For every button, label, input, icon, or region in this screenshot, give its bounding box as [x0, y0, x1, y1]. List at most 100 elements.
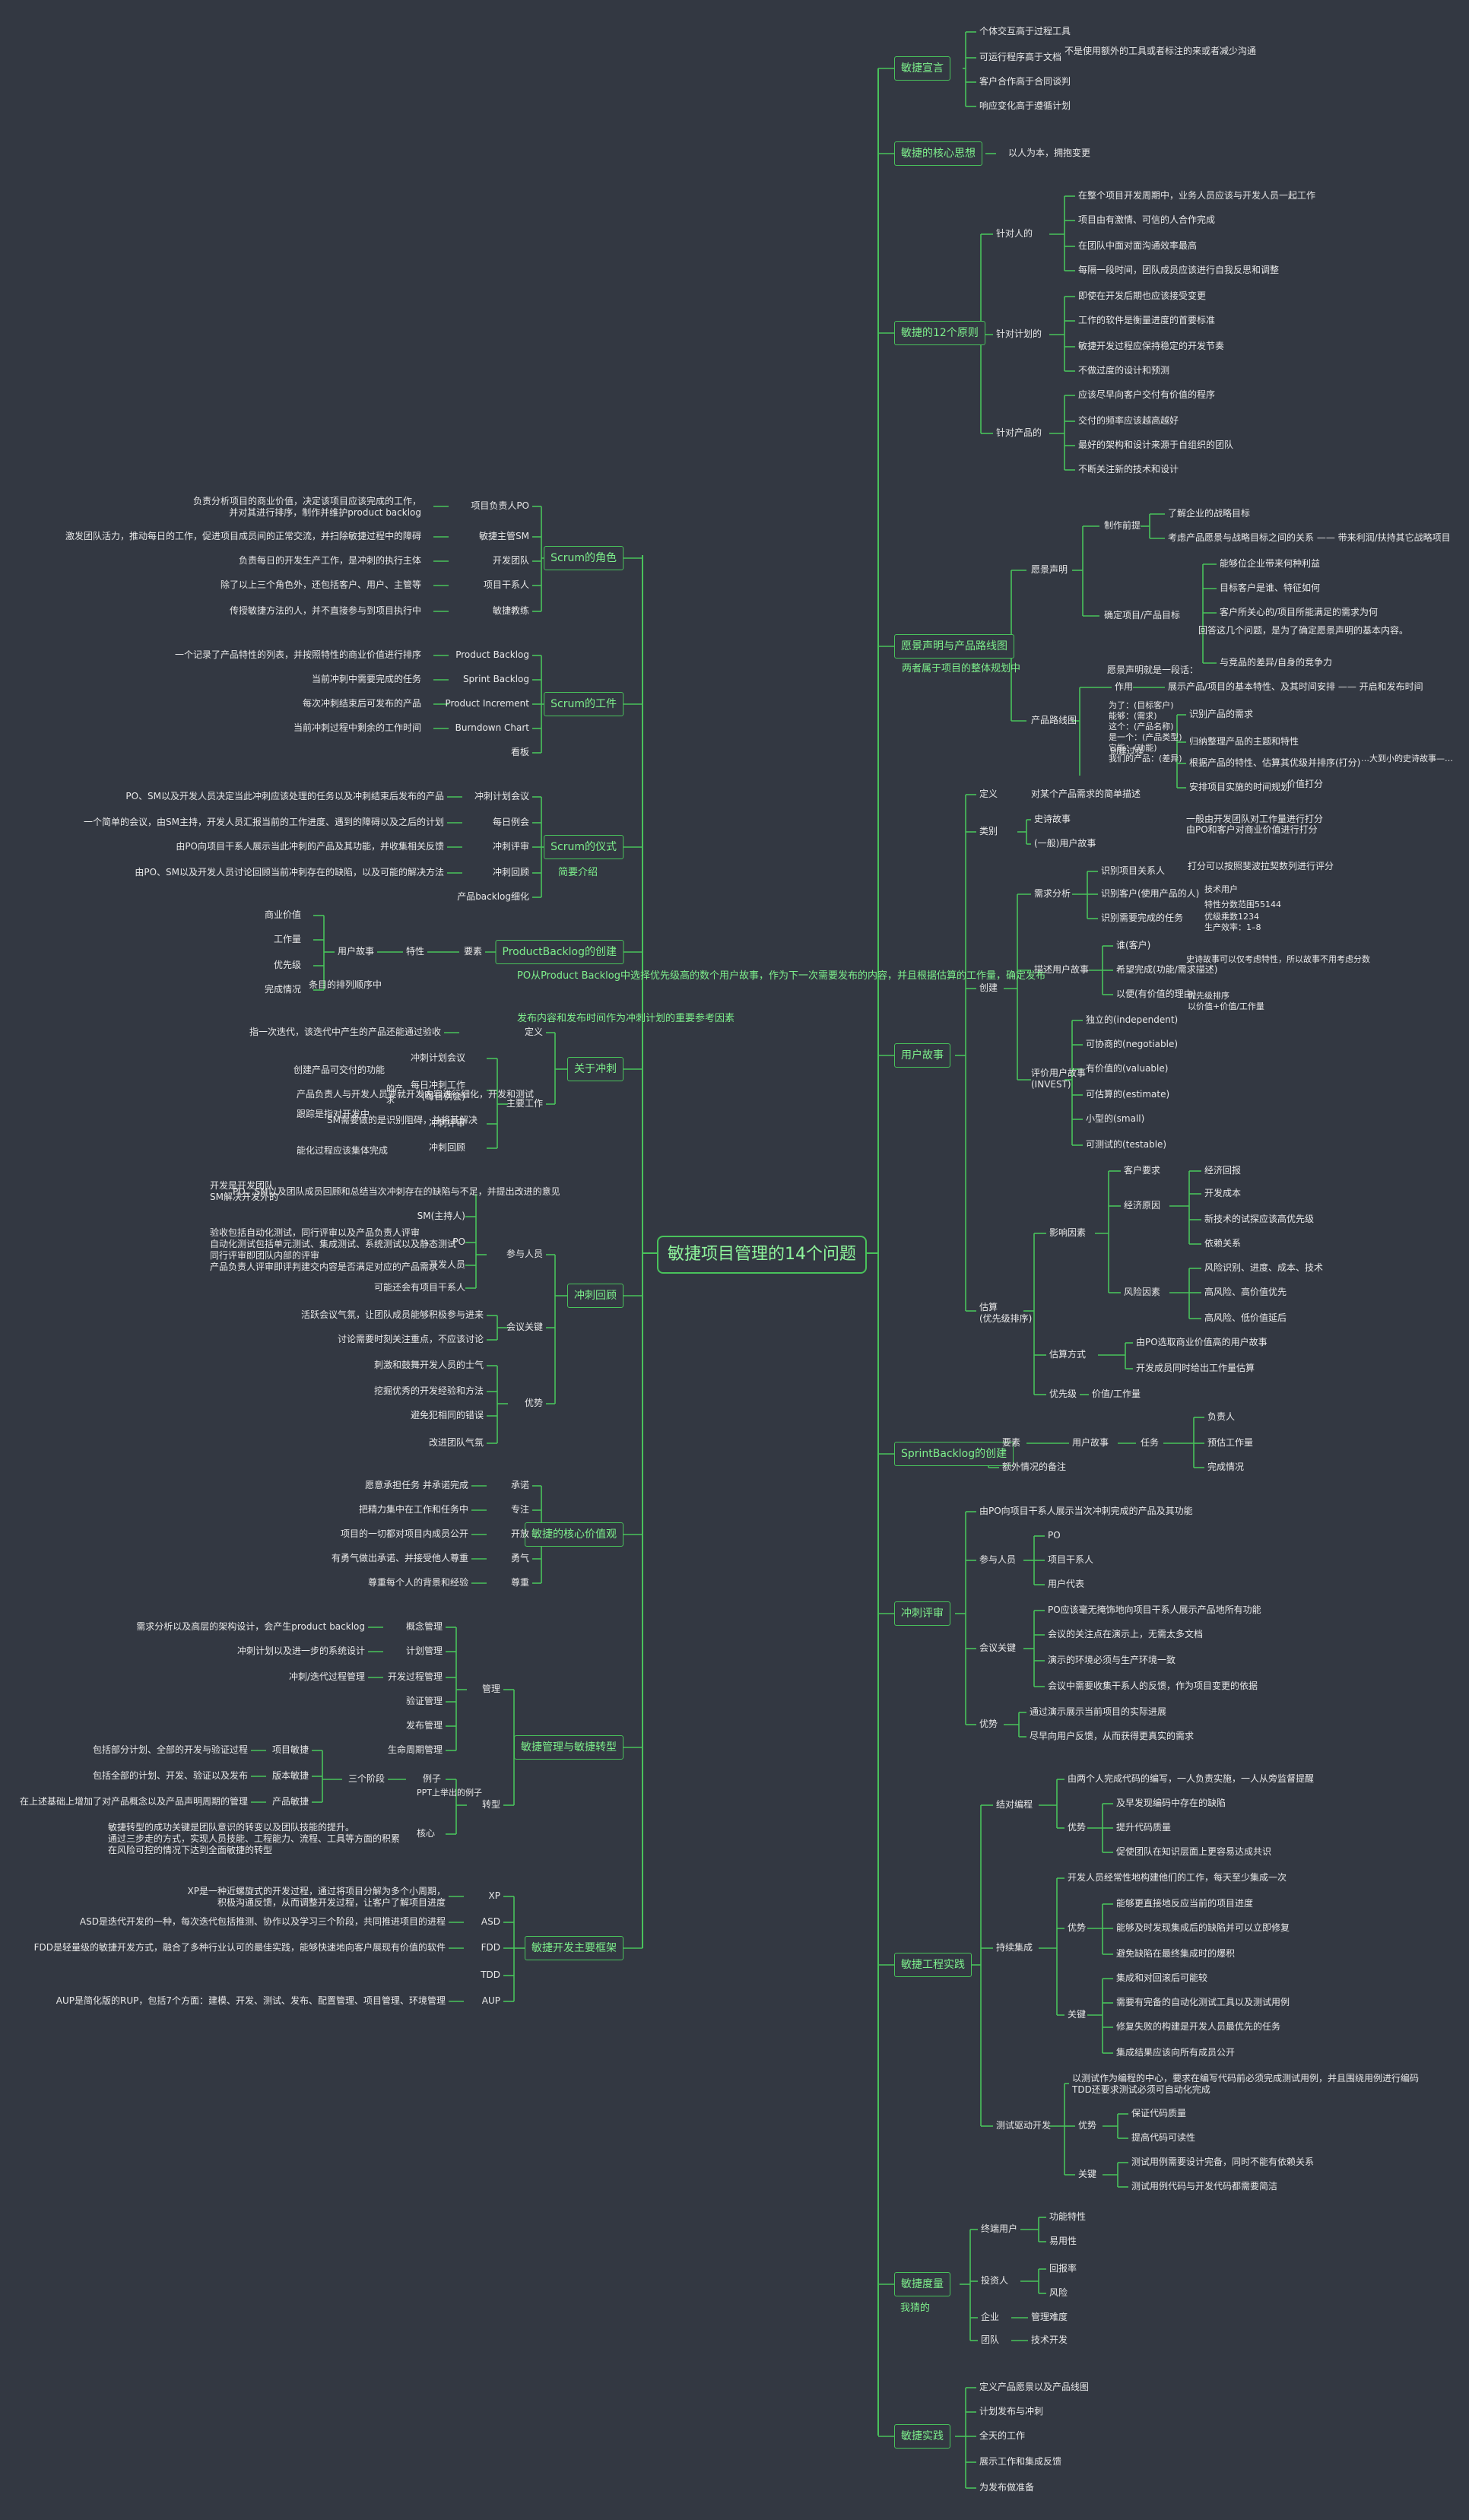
values-branch[interactable]: 敏捷的核心价值观: [525, 1522, 623, 1547]
topic-text[interactable]: 核心: [416, 1828, 435, 1839]
topic-text[interactable]: 尊重: [510, 1577, 529, 1588]
topic-text[interactable]: 讨论需要时刻关注重点，不应该讨论: [337, 1334, 484, 1344]
topic-text[interactable]: 集成结果应该向所有成员公开: [1116, 2047, 1236, 2058]
topic-text[interactable]: 作用: [1115, 681, 1134, 692]
topic-text[interactable]: 能化过程应该集体完成: [297, 1145, 389, 1156]
topic-text[interactable]: 工作量: [273, 934, 301, 944]
topic-text[interactable]: 终端用户: [981, 2223, 1018, 2234]
topic-text[interactable]: 展示产品/项目的基本特性、及其时间安排 —— 开启和发布时间: [1168, 681, 1423, 692]
principle-group[interactable]: 针对产品的: [996, 427, 1042, 438]
topic-text[interactable]: 测试用例需要设计完备，同时不能有依赖关系: [1131, 2157, 1315, 2167]
topic-text[interactable]: 打分可以按照斐波拉契数列进行评分: [1188, 861, 1334, 871]
topic-text[interactable]: 完成情况: [264, 984, 301, 995]
topic-text[interactable]: 包括全部的计划、开发、验证以及发布: [92, 1770, 248, 1781]
topic-text[interactable]: 商业价值: [264, 909, 301, 920]
topic-text[interactable]: 项目干系人: [483, 579, 529, 590]
topic-text[interactable]: 计划管理: [405, 1646, 443, 1656]
topic-text[interactable]: 看板: [510, 747, 529, 757]
topic-text[interactable]: ASD是迭代开发的一种，每次迭代包括推测、协作以及学习三个阶段，共同推进项目的进…: [79, 1916, 446, 1927]
topic-text[interactable]: 估算 (优先级排序): [979, 1302, 1033, 1324]
topic-text[interactable]: 经济原因: [1124, 1200, 1161, 1211]
topic-text[interactable]: 演示的环境必须与生产环境一致: [1048, 1655, 1176, 1665]
topic-text[interactable]: 挖掘优秀的开发经验和方法: [373, 1385, 484, 1396]
topic-text[interactable]: 识别项目关系人: [1101, 865, 1166, 876]
topic-text[interactable]: AUP: [481, 1995, 500, 2006]
topic-text[interactable]: 描述用户故事: [1034, 964, 1090, 975]
topic-text[interactable]: 风险因素: [1124, 1287, 1161, 1297]
topic-text[interactable]: 优势: [1068, 1922, 1087, 1933]
scrum-artifacts-branch[interactable]: Scrum的工件: [544, 692, 623, 716]
topic-text[interactable]: 类别: [979, 826, 998, 836]
topic-text[interactable]: 优势: [1078, 2120, 1097, 2131]
topic-text[interactable]: 关键: [1078, 2169, 1097, 2179]
topic-text[interactable]: 参与人员: [979, 1554, 1017, 1565]
topic-text[interactable]: 高风险、高价值优先: [1204, 1287, 1287, 1297]
topic-text[interactable]: 管理难度: [1031, 2312, 1068, 2322]
manifesto-branch[interactable]: 敏捷宣言: [894, 56, 950, 81]
topic-text[interactable]: 定义: [524, 1027, 543, 1037]
topic-text[interactable]: 全天的工作: [979, 2430, 1026, 2441]
topic-text[interactable]: 风险: [1049, 2287, 1068, 2298]
template-line[interactable]: 是一个：(产品类型): [1109, 732, 1182, 742]
topic-text[interactable]: 功能特性: [1049, 2211, 1087, 2222]
topic-text[interactable]: 识别需要完成的任务: [1101, 912, 1184, 923]
topic-text[interactable]: 价值/工作量: [1092, 1389, 1141, 1399]
topic-text[interactable]: 项目负责人PO: [471, 500, 529, 511]
topic-text[interactable]: Sprint Backlog: [462, 674, 529, 684]
topic-text[interactable]: 的产 求: [386, 1084, 403, 1105]
topic-text[interactable]: 技术开发: [1031, 2334, 1068, 2345]
topic-text[interactable]: 敏捷开发过程应保持稳定的开发节奏: [1078, 341, 1225, 351]
topic-text[interactable]: PO、SM以及团队成员回顾和总结当次冲刺存在的缺陷与不足，并提出改进的意见: [233, 1186, 560, 1197]
topic-text[interactable]: SM需要做的是识别阻碍，并将其解决: [327, 1115, 478, 1125]
frameworks-branch[interactable]: 敏捷开发主要框架: [525, 1936, 623, 1960]
topic-text[interactable]: 管理: [481, 1684, 500, 1694]
topic-text[interactable]: 会议关键: [506, 1322, 543, 1332]
topic-text[interactable]: 制作前提: [1104, 520, 1141, 531]
topic-text[interactable]: 团队: [981, 2334, 1000, 2345]
topic-text[interactable]: 可运行程序高于文档: [979, 52, 1062, 62]
topic-text[interactable]: 测试驱动开发: [996, 2120, 1052, 2131]
topic-text[interactable]: 激发团队活力，推动每日的工作，促进项目成员间的正常交流，并扫除敏捷过程中的障碍: [65, 531, 421, 541]
topic-text[interactable]: 当前冲刺中需要完成的任务: [311, 674, 421, 684]
topic-text[interactable]: 评价用户故事 (INVEST): [1031, 1068, 1087, 1090]
scrum-roles-branch[interactable]: Scrum的角色: [544, 546, 623, 570]
topic-text[interactable]: 开放: [510, 1528, 529, 1539]
topic-text[interactable]: 估算方式: [1049, 1349, 1087, 1360]
topic-text[interactable]: (一般)用户故事: [1034, 838, 1096, 849]
topic-text[interactable]: 回报率: [1049, 2263, 1077, 2274]
topic-text[interactable]: PO应该毫无掩饰地向项目干系人展示产品地所有功能: [1048, 1604, 1261, 1615]
topic-text[interactable]: 主要工作: [506, 1098, 543, 1109]
topic-text[interactable]: 可估算的(estimate): [1086, 1089, 1170, 1100]
principle-group[interactable]: 针对计划的: [996, 328, 1042, 339]
topic-text[interactable]: 冲刺评审: [428, 1118, 465, 1128]
topic-text[interactable]: 影响因素: [1049, 1227, 1087, 1238]
topic-text[interactable]: 技术用户: [1204, 884, 1238, 894]
user-story-branch[interactable]: 用户故事: [894, 1043, 950, 1068]
topic-text[interactable]: PO、SM以及开发人员决定当此冲刺应该处理的任务以及冲刺结束后发布的产品: [125, 791, 444, 801]
topic-text[interactable]: 跟踪是指对开发中: [297, 1109, 370, 1119]
topic-text[interactable]: 发布管理: [405, 1720, 443, 1731]
topic-text[interactable]: 除了以上三个角色外，还包括客户、用户、主管等: [220, 579, 421, 590]
review-branch[interactable]: 冲刺评审: [894, 1601, 950, 1626]
topic-text[interactable]: 愿景声明就是一段话：: [1107, 665, 1199, 675]
topic-text[interactable]: 客户要求: [1124, 1165, 1161, 1176]
topic-text[interactable]: 确定项目/产品目标: [1104, 610, 1181, 620]
topic-text[interactable]: 需要有完备的自动化测试工具以及测试用例: [1116, 1997, 1290, 2007]
topic-text[interactable]: 参与人员: [506, 1249, 543, 1259]
topic-text[interactable]: FDD: [481, 1942, 500, 1953]
topic-text[interactable]: 当前冲刺过程中剩余的工作时间: [293, 722, 421, 733]
topic-text[interactable]: 一般由开发团队对工作量进行打分: [1186, 814, 1324, 824]
topic-text[interactable]: 小型的(small): [1086, 1113, 1145, 1124]
topic-text[interactable]: 可能还会有项目干系人: [373, 1282, 465, 1293]
topic-text[interactable]: 史诗故事可以仅考虑特性，所以故事不用考虑分数: [1186, 954, 1370, 964]
topic-text[interactable]: 创建产品可交付的功能: [293, 1065, 385, 1075]
topic-text[interactable]: 即使在开发后期也应该接受变更: [1078, 290, 1207, 301]
topic-text[interactable]: 以价值+价值/工作量: [1188, 1001, 1264, 1011]
topic-text[interactable]: 指一次迭代，该迭代中产生的产品还能通过验收: [249, 1027, 441, 1037]
topic-text[interactable]: 生命周期管理: [387, 1744, 443, 1755]
topic-text[interactable]: 由PO、SM以及开发人员讨论回顾当前冲刺存在的缺陷，以及可能的解决方法: [135, 867, 444, 878]
topic-text[interactable]: 在整个项目开发周期中，业务人员应该与开发人员一起工作: [1078, 190, 1316, 201]
topic-text[interactable]: 冲刺/迭代过程管理: [288, 1671, 365, 1682]
topic-text[interactable]: 提高代码可读性: [1131, 2132, 1196, 2143]
topic-text[interactable]: 冲刺回顾: [492, 867, 529, 878]
